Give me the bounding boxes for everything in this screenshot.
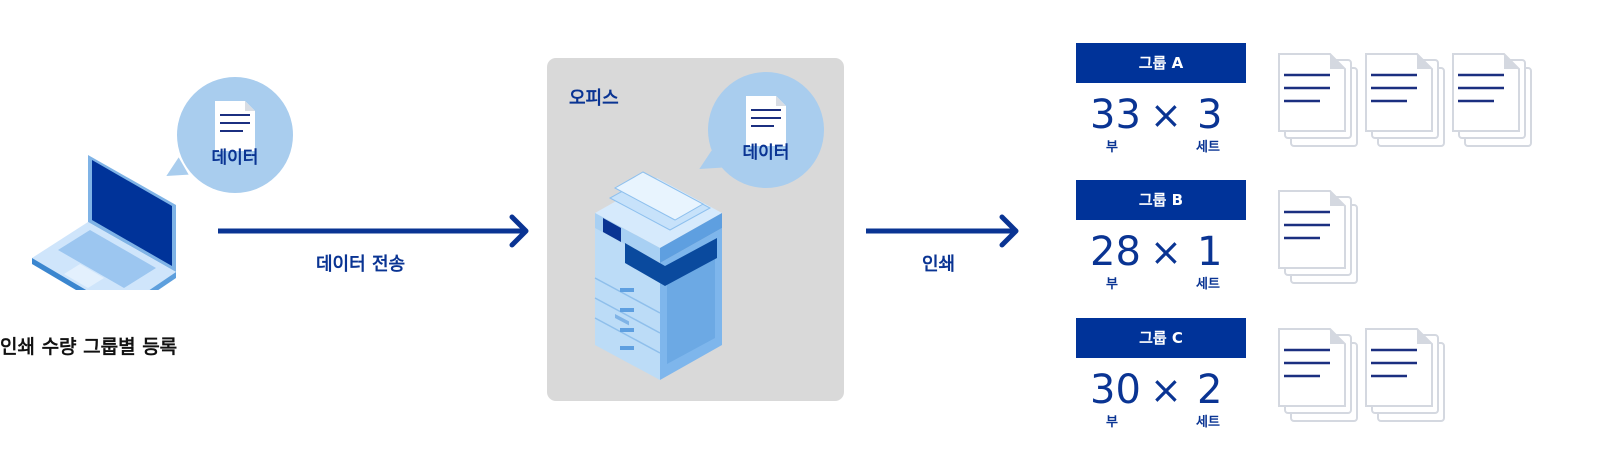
document-stack-icon (1278, 51, 1360, 153)
document-stack-icon (1365, 326, 1447, 428)
group-header: 그룹 B (1076, 180, 1246, 220)
copies-count: 30 (1090, 367, 1141, 413)
arrow-right-icon (218, 214, 529, 248)
laptop-icon (32, 155, 176, 290)
sets-count: 2 (1197, 367, 1223, 413)
document-stack-icon (1278, 188, 1360, 290)
copies-count: 33 (1090, 92, 1141, 138)
bubble-label: 데이터 (211, 148, 259, 168)
printer-icon (594, 171, 722, 380)
group-header: 그룹 A (1076, 43, 1246, 83)
office-data-bubble: 데이터 (694, 72, 824, 188)
sets-unit: 세트 (1196, 140, 1220, 155)
times-sign: × (1150, 368, 1182, 412)
laptop-caption: 인쇄 수량 그룹별 등록 (0, 336, 178, 358)
sets-unit: 세트 (1196, 415, 1220, 430)
copies-count: 28 (1090, 229, 1141, 275)
document-icon (215, 101, 255, 151)
times-sign: × (1150, 93, 1182, 137)
sets-unit: 세트 (1196, 277, 1220, 292)
print-label: 인쇄 (922, 254, 956, 275)
document-icon (746, 96, 786, 146)
times-sign: × (1150, 230, 1182, 274)
document-stack-icon (1452, 51, 1534, 153)
copies-unit: 부 (1106, 277, 1118, 292)
copies-unit: 부 (1106, 415, 1118, 430)
arrow-right-icon (866, 214, 1019, 248)
transfer-label: 데이터 전송 (316, 254, 406, 275)
document-stack-icon (1278, 326, 1360, 428)
copies-unit: 부 (1106, 140, 1118, 155)
bubble-label: 데이터 (742, 143, 790, 163)
sets-count: 3 (1197, 92, 1223, 138)
laptop-data-bubble: 데이터 (161, 77, 293, 193)
sets-count: 1 (1197, 229, 1223, 275)
group-header: 그룹 C (1076, 318, 1246, 358)
document-stack-icon (1365, 51, 1447, 153)
office-title: 오피스 (569, 88, 619, 109)
